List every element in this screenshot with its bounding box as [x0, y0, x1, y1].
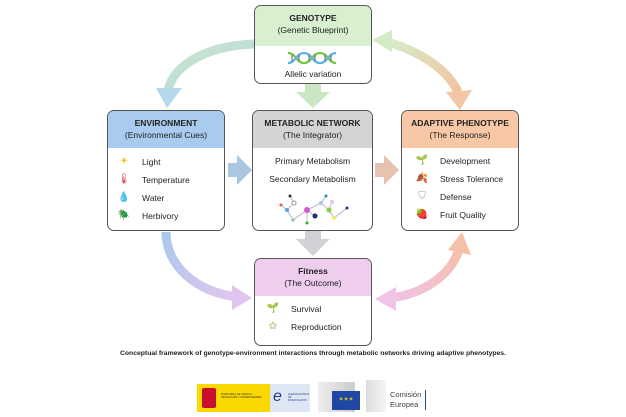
- genotype-box: GENOTYPE (Genetic Blueprint) Allelic var…: [254, 5, 372, 84]
- beetle-icon: 🪲: [117, 210, 131, 221]
- arrow-environment-to-fitness: [161, 231, 252, 310]
- metabolic-network-box: METABOLIC NETWORK (The Integrator) Prima…: [252, 110, 373, 231]
- primary-metabolism-label: Primary Metabolism: [274, 156, 351, 166]
- dna-icon: [287, 51, 337, 65]
- leaf-icon: 🍂: [415, 173, 429, 184]
- environment-header: ENVIRONMENT (Environmental Cues): [108, 111, 224, 148]
- metabolic-header: METABOLIC NETWORK (The Integrator): [253, 111, 372, 148]
- arrow-fitness-phenotype: [375, 232, 471, 311]
- environment-subtitle: (Environmental Cues): [124, 130, 208, 140]
- seedling-icon: 🌱: [415, 155, 429, 166]
- arrow-metabolic-to-fitness: [296, 231, 330, 256]
- agency-logo-text: AGENCIA ESTATAL DE INVESTIGACIÓN: [288, 393, 310, 402]
- environment-box: ENVIRONMENT (Environmental Cues) ☀Light …: [107, 110, 225, 231]
- arrow-metabolic-to-phenotype: [375, 155, 399, 185]
- fitness-subtitle: (The Outcome): [284, 278, 342, 288]
- fitness-header: Fitness (The Outcome): [255, 259, 371, 296]
- genotype-header: GENOTYPE (Genetic Blueprint): [255, 6, 371, 46]
- fitness-item-survival: 🌱 Survival: [265, 303, 321, 314]
- figure-caption: Conceptual framework of genotype-environ…: [120, 350, 506, 357]
- eu-flag-icon: ✶✶✶: [332, 391, 360, 410]
- european-commission-logo: ✶✶✶ Comisión Europea: [318, 380, 433, 413]
- ministry-logo: MINISTERIO DE CIENCIA, INNOVACIÓN Y UNIV…: [197, 384, 270, 412]
- genotype-title: GENOTYPE: [289, 13, 337, 23]
- arrow-genotype-to-metabolic: [296, 84, 330, 108]
- network-graph-icon: [279, 194, 349, 225]
- agency-logo: e AGENCIA ESTATAL DE INVESTIGACIÓN: [270, 384, 310, 412]
- commission-building-icon-right: [366, 380, 386, 412]
- shield-icon: ⛉: [418, 191, 426, 202]
- item-label: Light: [142, 156, 161, 167]
- flower-icon: ✿: [268, 321, 278, 332]
- item-label: Water: [142, 192, 165, 203]
- phenotype-header: ADAPTIVE PHENOTYPE (The Response): [402, 111, 518, 148]
- fitness-item-reproduction: ✿ Reproduction: [265, 321, 342, 332]
- environment-item-temperature: 🌡 Temperature: [116, 174, 190, 185]
- item-label: Fruit Quality: [440, 209, 486, 220]
- phenotype-title: ADAPTIVE PHENOTYPE: [411, 118, 509, 128]
- genotype-subtitle: (Genetic Blueprint): [277, 25, 349, 35]
- metabolic-title: METABOLIC NETWORK: [264, 118, 361, 128]
- phenotype-item-defense: ⛉ Defense: [414, 191, 472, 202]
- fitness-title: Fitness: [298, 266, 328, 276]
- environment-title: ENVIRONMENT: [134, 118, 198, 128]
- agency-mark-icon: e: [273, 388, 282, 405]
- environment-item-herbivory: 🪲 Herbivory: [116, 210, 179, 221]
- adaptive-phenotype-box: ADAPTIVE PHENOTYPE (The Response) 🌱 Devel…: [401, 110, 519, 231]
- fitness-box: Fitness (The Outcome) 🌱 Survival ✿ Reprodu…: [254, 258, 372, 346]
- commission-logo-text: Comisión Europea: [390, 390, 426, 410]
- arrow-genotype-phenotype: [372, 30, 472, 110]
- spain-coat-of-arms-icon: [202, 388, 216, 408]
- item-label: Development: [440, 155, 491, 166]
- thermometer-icon: 🌡: [117, 174, 131, 185]
- water-drop-icon: 💧: [117, 192, 131, 203]
- item-label: Survival: [291, 303, 322, 314]
- sun-icon: ☀: [119, 156, 129, 167]
- phenotype-item-development: 🌱 Development: [414, 155, 490, 166]
- sprout-icon: 🌱: [266, 303, 280, 314]
- item-label: Temperature: [142, 174, 190, 185]
- allelic-variation-label: Allelic variation: [284, 69, 342, 79]
- item-label: Defense: [440, 191, 472, 202]
- phenotype-subtitle: (The Response): [429, 130, 491, 140]
- arrow-environment-to-metabolic: [228, 155, 252, 185]
- item-label: Stress Tolerance: [440, 173, 504, 184]
- environment-item-water: 💧 Water: [116, 192, 165, 203]
- item-label: Herbivory: [142, 210, 179, 221]
- environment-item-light: ☀ Light: [116, 156, 161, 167]
- phenotype-item-fruit-quality: 🍓 Fruit Quality: [414, 209, 486, 220]
- metabolic-subtitle: (The Integrator): [282, 130, 343, 140]
- ministry-logo-text: MINISTERIO DE CIENCIA, INNOVACIÓN Y UNIV…: [221, 393, 262, 399]
- item-label: Reproduction: [291, 321, 342, 332]
- secondary-metabolism-label: Secondary Metabolism: [269, 174, 356, 184]
- arrow-genotype-to-environment: [156, 39, 255, 108]
- phenotype-item-stress-tolerance: 🍂 Stress Tolerance: [414, 173, 503, 184]
- strawberry-icon: 🍓: [415, 209, 429, 220]
